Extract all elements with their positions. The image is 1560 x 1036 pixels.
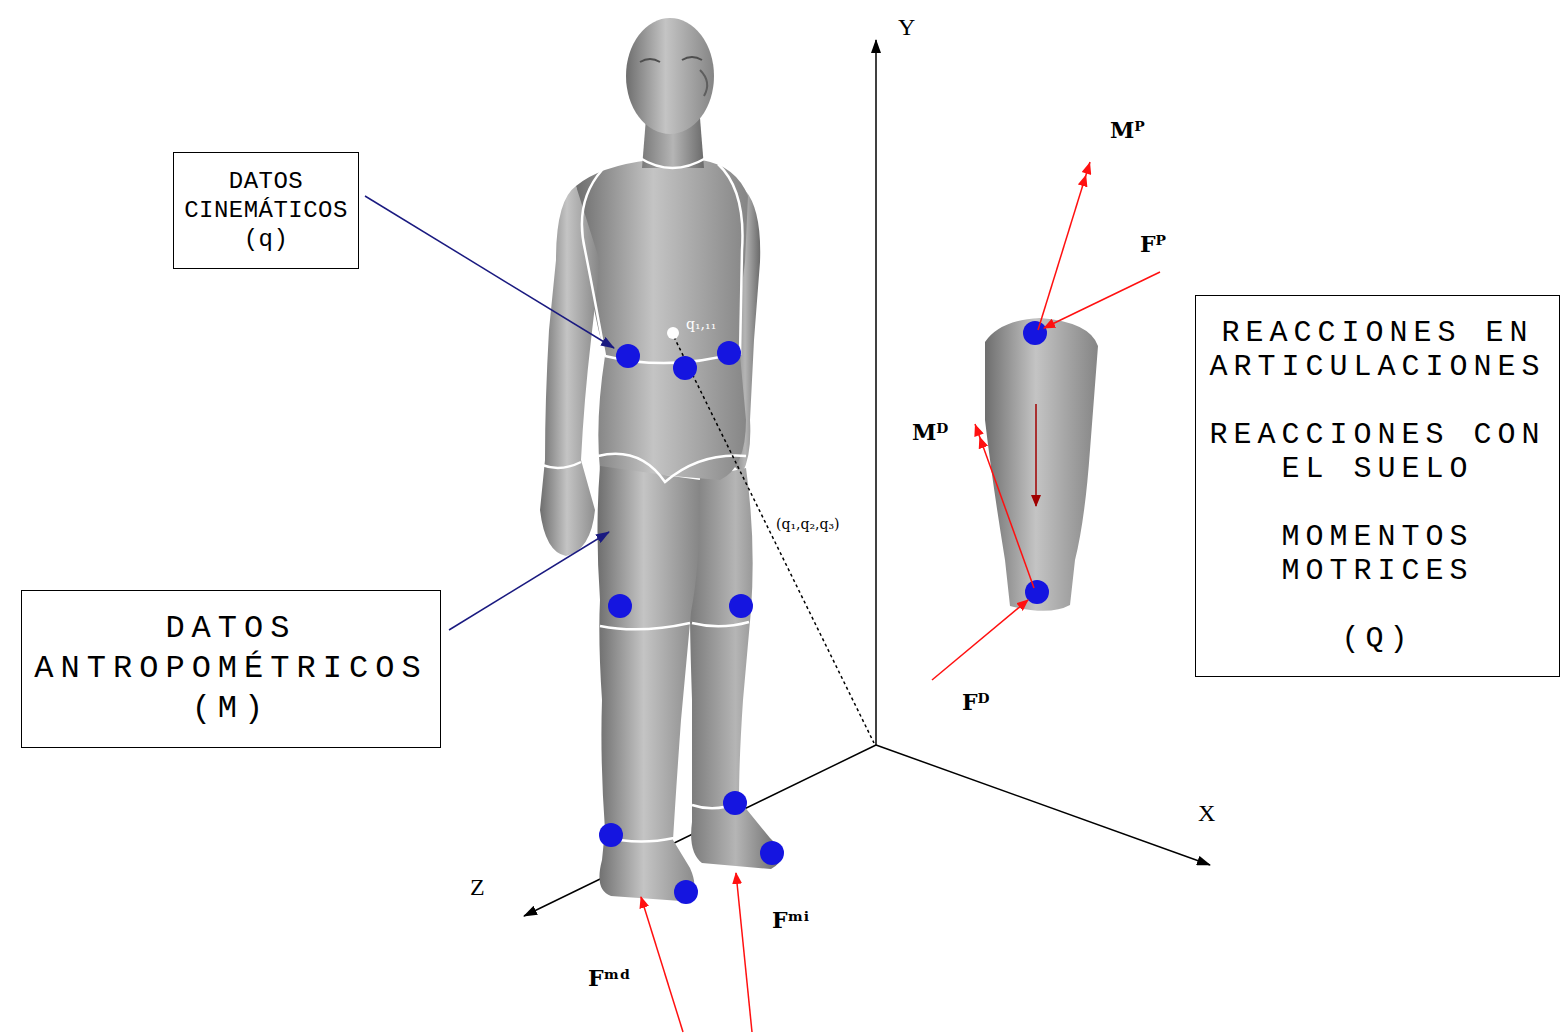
head: [626, 18, 714, 134]
marker-dot: [760, 841, 784, 865]
marker-dot: [674, 880, 698, 904]
box-text: DATOS CINEMÁTICOS (q): [184, 167, 348, 254]
leader-line: [365, 196, 614, 348]
moment-arrow: [1038, 162, 1090, 330]
marker-dot: [599, 823, 623, 847]
segment-line: [718, 164, 743, 355]
ground-force-arrow: [736, 873, 752, 1032]
torso: [576, 160, 748, 480]
segment-line: [598, 454, 746, 482]
marker-dot: [1025, 580, 1049, 604]
segment-line: [542, 462, 581, 468]
box-text: DATOS ANTROPOMÉTRICOS (M): [34, 609, 428, 729]
axis-label: Y: [898, 14, 915, 42]
force-label: Fᵐⁱ: [772, 908, 809, 933]
weight-arrow: [1035, 404, 1037, 506]
markers: [599, 341, 784, 904]
force-arrow: [1044, 272, 1160, 328]
coordinate-label: q₁,₁₁: [686, 316, 716, 332]
force-label: Fᵐᵈ: [588, 966, 631, 991]
marker-dot: [673, 356, 697, 380]
box-text: (Q): [1208, 622, 1547, 656]
coordinate-label: (q₁,q₂,q₃): [776, 516, 840, 532]
box-text: MOMENTOS MOTRICES: [1208, 520, 1547, 588]
leader-line: [449, 532, 609, 630]
segment-line: [600, 623, 690, 629]
y-axis: [875, 40, 877, 745]
marker-dot: [717, 341, 741, 365]
left-leg: [598, 466, 701, 901]
force-label: Fᴰ: [962, 690, 990, 715]
shank-segment: [985, 318, 1098, 611]
axis-label: X: [1198, 800, 1215, 828]
marker-dot: [729, 594, 753, 618]
brow-line: [640, 57, 702, 62]
box-text: REACCIONES EN ARTICULACIONES: [1208, 316, 1547, 384]
marker-dot: [1023, 321, 1047, 345]
text-box: DATOS CINEMÁTICOS (q): [173, 152, 359, 269]
position-vector: [674, 337, 874, 743]
marker-dot: [723, 791, 747, 815]
left-arm: [540, 186, 600, 556]
force-label: Fᴾ: [1140, 232, 1166, 257]
moment-arrow: [975, 424, 1034, 588]
segment-line: [582, 170, 605, 356]
segment-line: [640, 158, 706, 168]
marker-dot: [608, 594, 632, 618]
ground-force-arrow: [641, 897, 683, 1032]
force-arrow: [932, 600, 1028, 680]
segment-line: [692, 622, 749, 626]
segment-lines: [542, 158, 749, 842]
marker-dot: [616, 344, 640, 368]
text-box: REACCIONES EN ARTICULACIONES REACCIONES C…: [1195, 295, 1560, 677]
face-line: [700, 70, 707, 96]
text-box: DATOS ANTROPOMÉTRICOS (M): [21, 590, 441, 748]
box-text: REACCIONES CON EL SUELO: [1208, 418, 1547, 486]
axis-label: Z: [470, 874, 485, 902]
force-label: Mᴰ: [912, 420, 948, 445]
force-label: Mᴾ: [1110, 118, 1145, 143]
x-axis: [876, 745, 1210, 865]
center-point: [667, 327, 679, 339]
